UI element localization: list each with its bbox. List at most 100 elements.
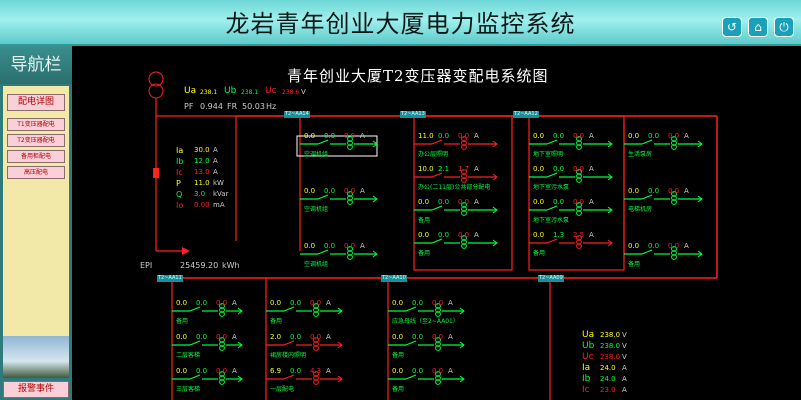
title-bar: 龙岩青年创业大厦电力监控系统 ↺ ⌂ ⏻	[0, 0, 801, 46]
meter-unit: A	[213, 146, 218, 154]
feeder-current: 0.0	[648, 132, 660, 140]
feeder-circuit[interactable]	[172, 371, 243, 385]
lower-meter-unit: A	[622, 375, 627, 383]
feeder-circuit[interactable]	[414, 202, 498, 216]
fr-unit: Hz	[266, 102, 277, 111]
feeder-circuit[interactable]	[172, 303, 243, 317]
meter-unit: kVar	[213, 190, 229, 198]
bus-tag-aa10[interactable]: T2~AA10	[381, 275, 407, 282]
fr-label: FR	[227, 102, 238, 111]
feeder-current: 0.0	[628, 187, 640, 195]
feeder-circuit[interactable]	[529, 169, 613, 183]
feeder-circuit[interactable]	[388, 303, 465, 317]
feeder-current: 0.0	[533, 165, 545, 173]
uc-label: Uc	[265, 86, 277, 96]
meter-label: Ia	[176, 146, 184, 155]
feeder-current: 11.0	[418, 132, 434, 140]
sidebar-title: 导航栏	[0, 46, 72, 84]
feeder-circuit[interactable]	[300, 191, 378, 205]
meter-value: 0.00	[194, 201, 210, 209]
meter-value: 3.0	[194, 190, 206, 198]
feeder-circuit[interactable]	[266, 371, 343, 385]
bus-tag-aa11[interactable]: T2~AA11	[157, 275, 183, 282]
feeder-circuit[interactable]	[300, 136, 378, 150]
feeder-unit: A	[474, 231, 479, 239]
epi-value: 25459.20	[180, 261, 219, 270]
feeder-current: 0.0	[270, 299, 282, 307]
bus-tag-aa09[interactable]: T2~AA09	[538, 275, 564, 282]
lower-meter-value: 238.0	[600, 342, 621, 350]
feeder-name: 空调机组	[304, 261, 329, 268]
feeder-circuit[interactable]	[388, 337, 465, 351]
feeder-unit: A	[448, 333, 453, 341]
feeder-current: 0.0	[432, 367, 444, 375]
feeder-current: 0.0	[438, 198, 450, 206]
epi-unit: kWh	[222, 261, 240, 270]
feeder-unit: A	[232, 367, 237, 375]
feeder-name: 备用	[176, 318, 189, 325]
feeder-current: 0.0	[648, 187, 660, 195]
lower-meter-value: 24.0	[600, 364, 616, 372]
alarm-events-button[interactable]: 报警事件	[3, 381, 69, 398]
feeder-circuit[interactable]	[529, 202, 613, 216]
ub-label: Ub	[224, 86, 237, 96]
feeder-current: 0.0	[290, 333, 302, 341]
lower-meter-unit: V	[622, 342, 627, 350]
feeder-circuit[interactable]	[414, 235, 498, 249]
lower-meter-label: Ia	[582, 363, 591, 373]
bus-tag-aa14[interactable]: T2~AA14	[284, 111, 310, 118]
feeder-current: 0.0	[458, 132, 470, 140]
feeder-circuit[interactable]	[624, 246, 703, 260]
feeder-circuit[interactable]	[300, 246, 378, 260]
lower-meter-value: 238.0	[600, 353, 621, 361]
nav-item-t1[interactable]: T1变压器配电	[7, 118, 65, 131]
feeder-circuit[interactable]	[172, 337, 243, 351]
meter-label: Ic	[176, 168, 183, 177]
feeder-unit: A	[326, 333, 331, 341]
home-icon[interactable]: ⌂	[748, 17, 768, 37]
feeder-circuit[interactable]	[624, 191, 703, 205]
feeder-current: 0.0	[533, 198, 545, 206]
bus-tag-aa12[interactable]: T2~AA12	[513, 111, 539, 118]
lower-meter-unit: A	[622, 386, 627, 394]
feeder-circuit[interactable]	[529, 136, 613, 150]
nav-item-t2[interactable]: T2变压器配电	[7, 134, 65, 147]
nav-item-standby[interactable]: 备用柜配电	[7, 150, 65, 163]
feeder-current: 0.0	[344, 132, 356, 140]
feeder-current: 0.0	[290, 367, 302, 375]
logout-icon[interactable]: ⏻	[774, 17, 794, 37]
feeder-current: 10.0	[418, 165, 434, 173]
feeder-name: 应急母线（至2~AA01）	[392, 318, 459, 325]
feeder-circuit[interactable]	[624, 136, 703, 150]
diagram-title: 青年创业大厦T2变压器变配电系统图	[287, 67, 549, 85]
feeder-current: 0.0	[412, 299, 424, 307]
feeder-name: 一层配电	[270, 386, 295, 393]
meter-label: Q	[176, 190, 183, 199]
feeder-current: 0.0	[432, 333, 444, 341]
feeder-circuit[interactable]	[414, 136, 498, 150]
feeder-name: 二层客梯	[176, 352, 201, 359]
feeder-circuit[interactable]	[414, 169, 498, 183]
feeder-circuit[interactable]	[266, 303, 343, 317]
meter-unit: A	[213, 157, 218, 165]
feeder-unit: A	[232, 333, 237, 341]
feeder-unit: A	[448, 299, 453, 307]
feeder-current: 1.7	[458, 165, 470, 173]
ua-label: Ua	[184, 86, 197, 96]
bus-tag-aa13[interactable]: T2~AA13	[400, 111, 426, 118]
feeder-name: 电梯机房	[628, 206, 653, 213]
single-line-diagram: 青年创业大厦T2变压器变配电系统图 Ua 238.1 Ub 238.1 Uc	[72, 46, 801, 400]
feeder-current: 0.0	[573, 165, 585, 173]
feeder-circuit[interactable]	[388, 371, 465, 385]
feeder-name: 备用	[533, 250, 546, 257]
feeder-name: 三层客梯	[176, 386, 201, 393]
lower-meter-label: Ib	[582, 374, 591, 384]
refresh-icon[interactable]: ↺	[722, 17, 742, 37]
feeder-name: 备用	[392, 386, 405, 393]
feeder-circuit[interactable]	[266, 337, 343, 351]
feeder-circuit[interactable]	[529, 235, 613, 249]
feeder-current: 0.0	[458, 231, 470, 239]
nav-item-hv[interactable]: 高压配电	[7, 166, 65, 179]
feeder-name: 地下室污水泵	[533, 217, 570, 224]
nav-item-detail[interactable]: 配电详图	[7, 94, 65, 111]
